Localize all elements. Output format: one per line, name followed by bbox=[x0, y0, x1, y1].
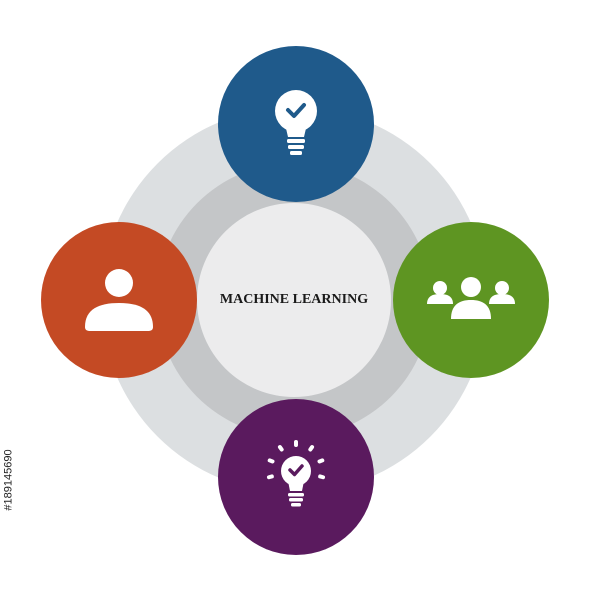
center-title: MACHINE LEARNING bbox=[219, 292, 369, 307]
lightbulb-check-icon bbox=[275, 90, 317, 155]
center-disc: MACHINE LEARNING bbox=[197, 203, 391, 397]
node-top bbox=[218, 46, 374, 202]
node-right bbox=[393, 222, 549, 378]
node-left bbox=[41, 222, 197, 378]
lightbulb-rays-check-icon bbox=[266, 440, 326, 507]
node-bottom bbox=[218, 399, 374, 555]
group-icon bbox=[427, 277, 515, 319]
stock-id-text: #189145690 bbox=[3, 449, 15, 511]
stock-id-watermark: #189145690 bbox=[2, 425, 16, 535]
person-icon bbox=[85, 269, 153, 331]
